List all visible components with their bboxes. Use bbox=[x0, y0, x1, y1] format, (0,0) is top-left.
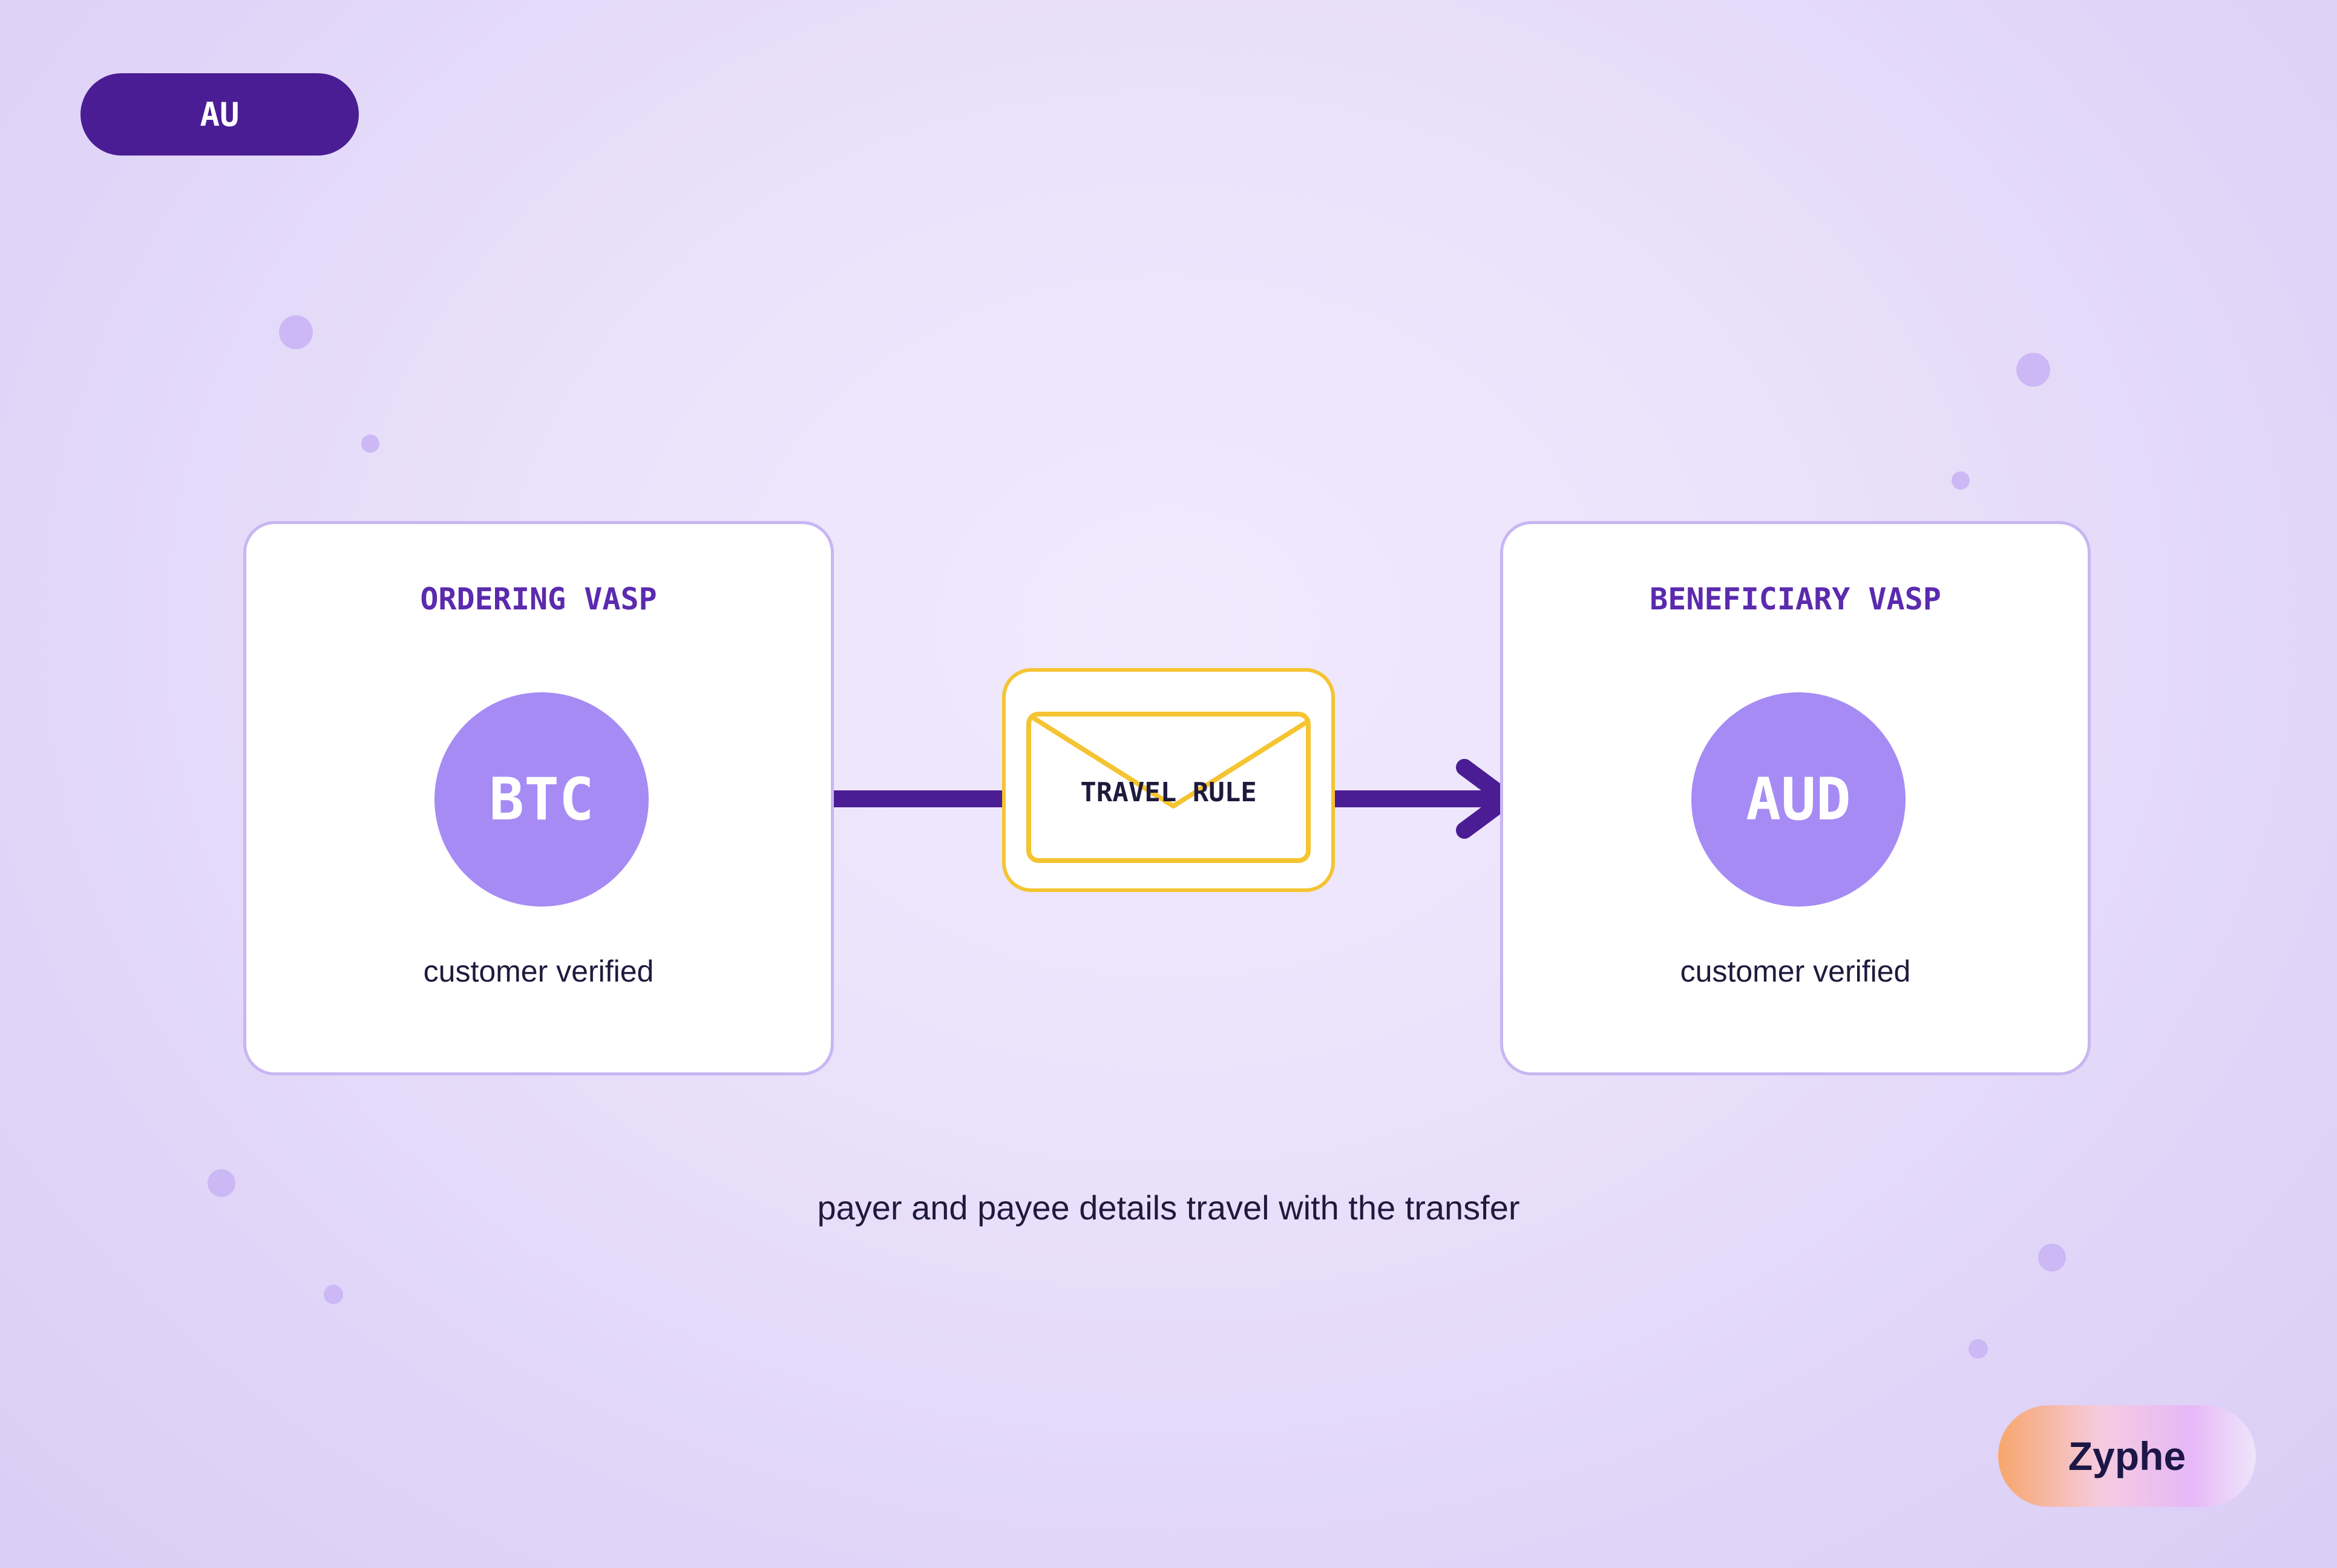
btc-coin-label: BTC bbox=[489, 766, 594, 833]
decorative-dot bbox=[1968, 1339, 1988, 1359]
beneficiary-vasp-title: BENEFICIARY VASP bbox=[1650, 582, 1941, 617]
decorative-dot bbox=[361, 435, 379, 453]
diagram-caption: payer and payee details travel with the … bbox=[817, 1189, 1520, 1227]
decorative-dot bbox=[2016, 353, 2050, 387]
ordering-vasp-card: ORDERING VASP BTC customer verified bbox=[243, 521, 834, 1075]
beneficiary-status: customer verified bbox=[1680, 954, 1911, 988]
aud-coin-label: AUD bbox=[1746, 766, 1851, 833]
ordering-status: customer verified bbox=[423, 954, 654, 988]
decorative-dot bbox=[1952, 471, 1970, 490]
aud-coin: AUD bbox=[1691, 692, 1906, 907]
beneficiary-vasp-card: BENEFICIARY VASP AUD customer verified bbox=[1500, 521, 2091, 1075]
travel-rule-label: TRAVEL RULE bbox=[1080, 777, 1257, 808]
decorative-dot bbox=[208, 1169, 235, 1197]
envelope-icon bbox=[1026, 712, 1311, 863]
decorative-dot bbox=[279, 315, 313, 349]
decorative-dot bbox=[2038, 1244, 2066, 1271]
ordering-vasp-title: ORDERING VASP bbox=[420, 582, 657, 617]
btc-coin: BTC bbox=[434, 692, 649, 907]
brand-logo: Zyphe bbox=[1998, 1405, 2256, 1507]
decorative-dot bbox=[324, 1285, 343, 1304]
envelope-flap bbox=[1031, 717, 1306, 809]
region-badge: AU bbox=[80, 73, 359, 156]
